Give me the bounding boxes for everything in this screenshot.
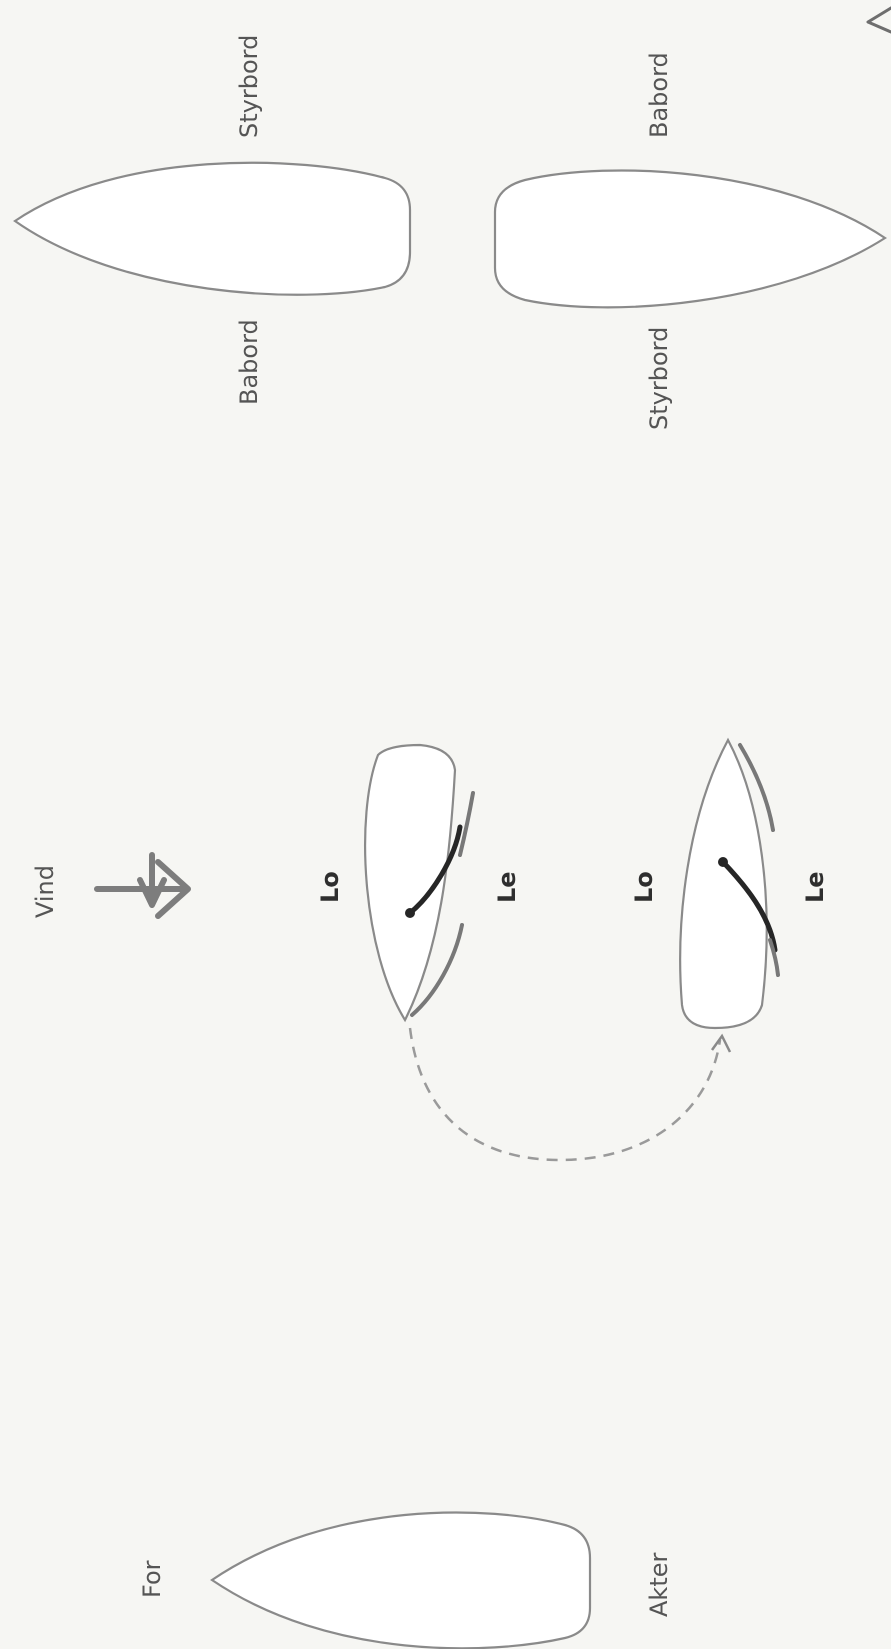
boat-hull-after-tack (679, 737, 768, 1030)
label-for: For (138, 1560, 166, 1598)
arrowhead-partial-icon (866, 6, 891, 34)
label-babord-bottom: Babord (645, 52, 673, 138)
label-vind: Vind (31, 865, 59, 918)
label-styrbord-bottom: Styrbord (645, 327, 673, 430)
label-styrbord-top: Styrbord (235, 35, 263, 138)
boat-hull-bow-stern (210, 1511, 592, 1649)
label-akter: Akter (645, 1553, 673, 1617)
label-babord-top: Babord (235, 319, 263, 405)
label-le-upper: Le (493, 871, 521, 903)
wind-arrow-icon (94, 852, 191, 919)
label-le-lower: Le (801, 871, 829, 903)
maneuver-path-icon (408, 1027, 732, 1162)
boom-after-tack (718, 857, 778, 953)
boat-hull-port-up (13, 161, 412, 296)
boat-hull-starboard-up (493, 169, 888, 309)
sail-after-tack (738, 743, 780, 977)
label-lo-lower: Lo (630, 871, 658, 903)
sail-before-tack (410, 791, 475, 1017)
boat-hull-before-tack (364, 743, 457, 1023)
label-lo-upper: Lo (316, 871, 344, 903)
boom-before-tack (405, 824, 463, 918)
